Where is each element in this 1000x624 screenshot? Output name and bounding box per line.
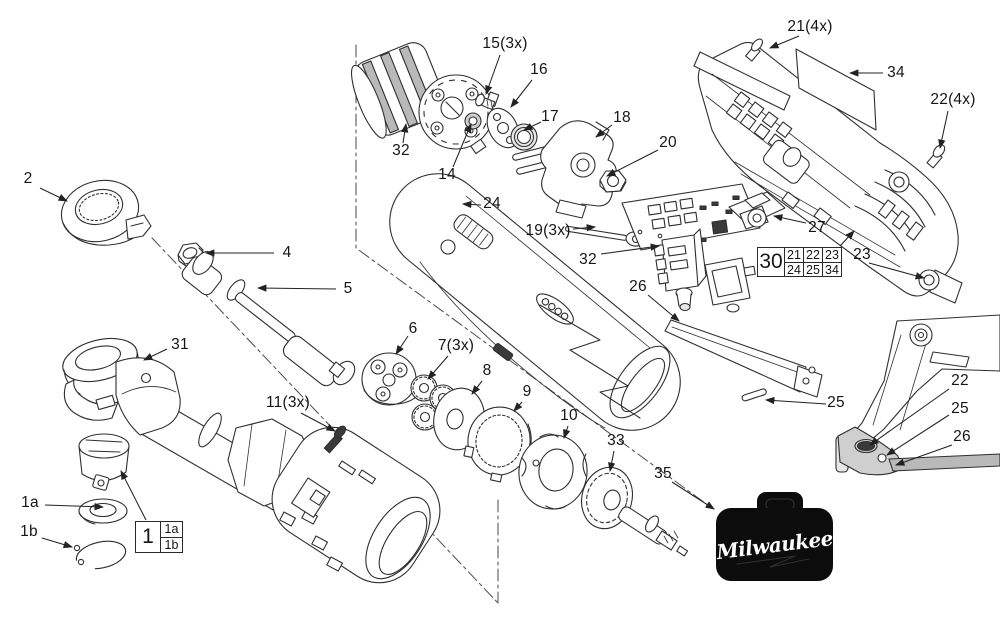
ref-box-30-cell: 25 — [803, 262, 822, 277]
part-17-bearing — [510, 123, 538, 151]
ref-box-30-cell: 22 — [803, 248, 822, 262]
ref-box-30: 30 21 22 23 24 25 34 — [757, 247, 842, 277]
leader-line-33-27 — [608, 450, 616, 473]
leader-line-31-20 — [143, 348, 168, 361]
leader-line-14-2 — [452, 123, 472, 168]
leader-line-7(3x)-23 — [427, 355, 449, 380]
leader-line-18-6 — [595, 124, 613, 138]
part-25-pin — [741, 388, 767, 402]
part-18-gear-case — [512, 120, 617, 219]
leader-line-27-15 — [772, 214, 807, 224]
leader-line-26-11 — [647, 294, 680, 322]
part-1b-snap-ring — [73, 540, 127, 570]
ref-box-30-cell: 23 — [822, 248, 841, 262]
leader-line-32-1 — [401, 122, 409, 144]
leader-line-26-33 — [895, 444, 953, 466]
part-1-socket-adapter — [78, 433, 130, 491]
part-6-gear-carrier — [361, 352, 421, 406]
leader-line-9-25 — [513, 401, 523, 412]
part-21-screw — [745, 38, 763, 62]
part-2-hook-collar — [60, 179, 152, 246]
leader-line-25-17 — [764, 396, 827, 405]
part-32-motor — [350, 42, 500, 155]
part-22-screw — [926, 144, 946, 169]
part-11-screw — [323, 425, 347, 454]
leader-line-1a-29 — [44, 503, 105, 511]
leader-line-35-28 — [671, 481, 715, 510]
ref-box-30-main: 30 — [759, 250, 783, 273]
leader-line-23-16 — [868, 262, 926, 280]
part-32-terminal-block — [653, 228, 707, 312]
leader-line-ref-box-30 — [839, 230, 855, 247]
leader-line-24-8 — [461, 200, 482, 209]
leader-line-25-32 — [886, 414, 950, 456]
leader-line-32-10 — [600, 243, 661, 255]
part-switch-frame — [704, 257, 756, 313]
part-33-rotor-pinion — [581, 466, 689, 557]
ref-box-30-cell: 24 — [784, 262, 803, 277]
leader-line-20-7 — [606, 149, 659, 177]
part-arm-assembly — [835, 314, 1000, 476]
ref-box-1: 1 1a 1b — [135, 521, 183, 553]
part-32-pcb — [621, 183, 761, 251]
leader-line-1b-30 — [41, 537, 74, 549]
leader-line-16-4 — [510, 79, 533, 108]
part-15-screw — [475, 93, 496, 110]
part-26-wear-plate — [664, 319, 823, 398]
part-34-label-sticker — [795, 48, 877, 131]
part-31-tool-body — [62, 337, 441, 584]
part-35-carry-case: Milwaukee — [714, 492, 834, 581]
part-5-drive-shaft — [181, 251, 356, 387]
ref-box-1-cell: 1a — [160, 522, 182, 537]
leader-line-21(4x)-12 — [769, 35, 800, 49]
ref-box-30-cell: 21 — [784, 248, 803, 262]
leader-line-22-31 — [869, 388, 950, 446]
part-10-cam-plate — [518, 433, 588, 510]
leader-line-22(4x)-14 — [938, 110, 949, 150]
leader-line-19(3x)-9 — [572, 224, 597, 232]
leader-line-11(3x)-21 — [300, 412, 336, 432]
ref-box-1-main: 1 — [142, 525, 154, 548]
leader-line-ref-box-1 — [120, 470, 147, 521]
part-23-housing-half — [693, 41, 963, 304]
leader-line-2-0 — [39, 187, 68, 202]
leader-line-15(3x)-3 — [485, 54, 501, 95]
leader-line-17-5 — [523, 121, 542, 131]
leader-line-10-26 — [563, 425, 571, 439]
leader-line-6-22 — [395, 335, 409, 355]
ref-box-1-cell: 1b — [160, 537, 182, 552]
ref-box-30-cell: 34 — [822, 262, 841, 277]
leader-line-5-19 — [256, 284, 337, 292]
leader-line-8-24 — [471, 380, 483, 395]
